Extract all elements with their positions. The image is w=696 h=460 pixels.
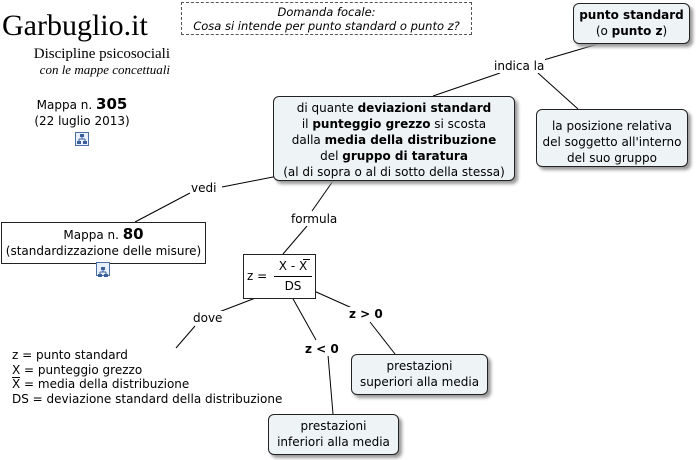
concept-definition[interactable]: di quante deviazioni standard il puntegg…	[273, 96, 515, 181]
concept-map-icon[interactable]	[75, 132, 89, 146]
map-number: 305	[96, 95, 128, 113]
legend-mean-bar	[12, 377, 20, 378]
formula-box[interactable]: z = X - X DS	[243, 254, 316, 299]
definition-line2: il punteggio grezzo si scosta	[301, 117, 487, 131]
brand-subtitle: Discipline psicosociali	[33, 46, 170, 62]
right-line1: la posizione relativa	[551, 119, 673, 133]
formula-legend: z = punto standard X = punteggio grezzo …	[12, 348, 282, 406]
definition-line1: di quante deviazioni standard	[296, 101, 492, 115]
inferior-line2: inferiori alla media	[277, 435, 390, 449]
link-formula-zneg	[291, 296, 317, 341]
formula-numerator: X - X	[274, 259, 312, 273]
formula-denominator: DS	[284, 279, 302, 293]
focal-question: Domanda focale: Cosa si intende per punt…	[181, 2, 472, 35]
concept-top-line2: (o punto z)	[595, 24, 668, 38]
link-label-dove: dove	[192, 311, 224, 325]
legend-item: DS = deviazione standard della distribuz…	[12, 391, 283, 406]
brand-title: Garbuglio.it	[2, 9, 148, 42]
brand-tagline: con le mappe concettuali	[39, 62, 170, 77]
link-label-formula: formula	[290, 212, 339, 226]
concept-top-line1: punto standard	[579, 8, 684, 22]
map-prefix: Mappa n.	[36, 98, 93, 112]
concept-prestazioni-inferiori[interactable]: prestazioni inferiori alla media	[268, 414, 399, 455]
link-formula-dove	[218, 296, 259, 313]
concept-punto-standard[interactable]: punto standard (o punto z)	[573, 3, 690, 44]
link-dove-legend	[175, 325, 196, 349]
mappa80-prefix: Mappa n.	[63, 228, 119, 242]
link-formula-box	[282, 225, 308, 255]
definition-line3: dalla media della distribuzione	[291, 133, 497, 147]
link-label-indica-la: indica la	[493, 59, 546, 73]
link-indica-right	[537, 72, 579, 110]
definition-line4: del gruppo di taratura	[320, 149, 468, 163]
legend-item: z = punto standard	[12, 348, 128, 362]
concept-prestazioni-superiori[interactable]: prestazioni superiori alla media	[351, 354, 488, 395]
definition-line5: (al di sopra o al di sotto della stessa)	[283, 165, 505, 179]
map-date: (22 luglio 2013)	[34, 114, 130, 128]
link-main-vedi	[221, 175, 279, 188]
link-main-formula	[311, 180, 334, 212]
legend-item: X = punteggio grezzo	[12, 362, 143, 377]
mappa80-number: 80	[122, 225, 144, 243]
link-label-z-positive: z > 0	[348, 307, 384, 321]
superior-line1: prestazioni	[386, 359, 453, 373]
concept-mappa-80[interactable]: Mappa n. 80 (standardizzazione delle mis…	[1, 222, 206, 264]
superior-line2: superiori alla media	[359, 375, 480, 389]
concept-posizione-relativa[interactable]: la posizione relativa del soggetto all'i…	[536, 109, 688, 167]
link-zneg-inferior	[327, 354, 334, 415]
mappa80-subtitle: (standardizzazione delle misure)	[5, 244, 202, 258]
brand-block: Garbuglio.it Discipline psicosociali con…	[2, 10, 170, 77]
map-info: Mappa n. 305 (22 luglio 2013)	[22, 96, 142, 146]
link-vedi-mappa80	[134, 192, 191, 223]
link-zpos-superior	[369, 321, 396, 355]
right-line2: del soggetto all'interno	[542, 135, 682, 149]
fraction-line	[274, 276, 312, 277]
inferior-line1: prestazioni	[300, 419, 367, 433]
legend-item: X = media della distribuzione	[12, 377, 190, 391]
link-label-z-negative: z < 0	[304, 342, 340, 356]
concept-map-link-icon[interactable]	[96, 262, 110, 277]
focal-text: Cosa si intende per punto standard o pun…	[193, 19, 460, 33]
formula-lhs: z =	[247, 269, 268, 283]
focal-heading: Domanda focale:	[277, 5, 376, 19]
link-formula-zpos	[313, 290, 353, 309]
right-line3: del suo gruppo	[567, 151, 657, 165]
mean-bar	[303, 259, 310, 260]
link-indica-main	[432, 72, 501, 97]
link-label-vedi: vedi	[190, 181, 218, 195]
